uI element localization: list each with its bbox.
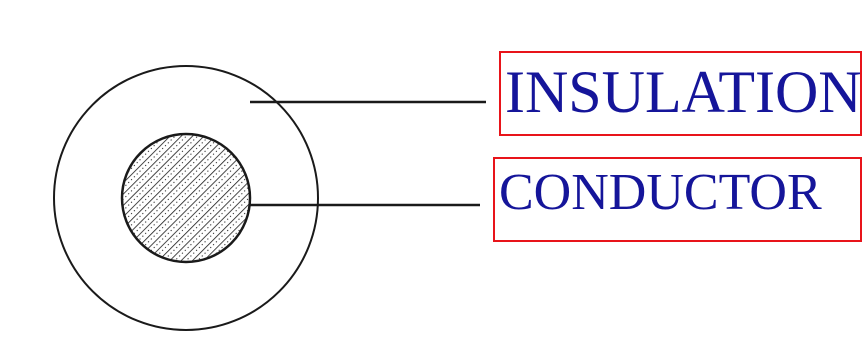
insulation-label: INSULATION <box>505 59 862 125</box>
conductor-core <box>120 132 252 264</box>
insulation-label-box: INSULATION <box>499 51 862 136</box>
conductor-label-box: CONDUCTOR <box>493 157 862 242</box>
conductor-label: CONDUCTOR <box>499 164 822 221</box>
insulation-outer-circle <box>53 65 319 331</box>
